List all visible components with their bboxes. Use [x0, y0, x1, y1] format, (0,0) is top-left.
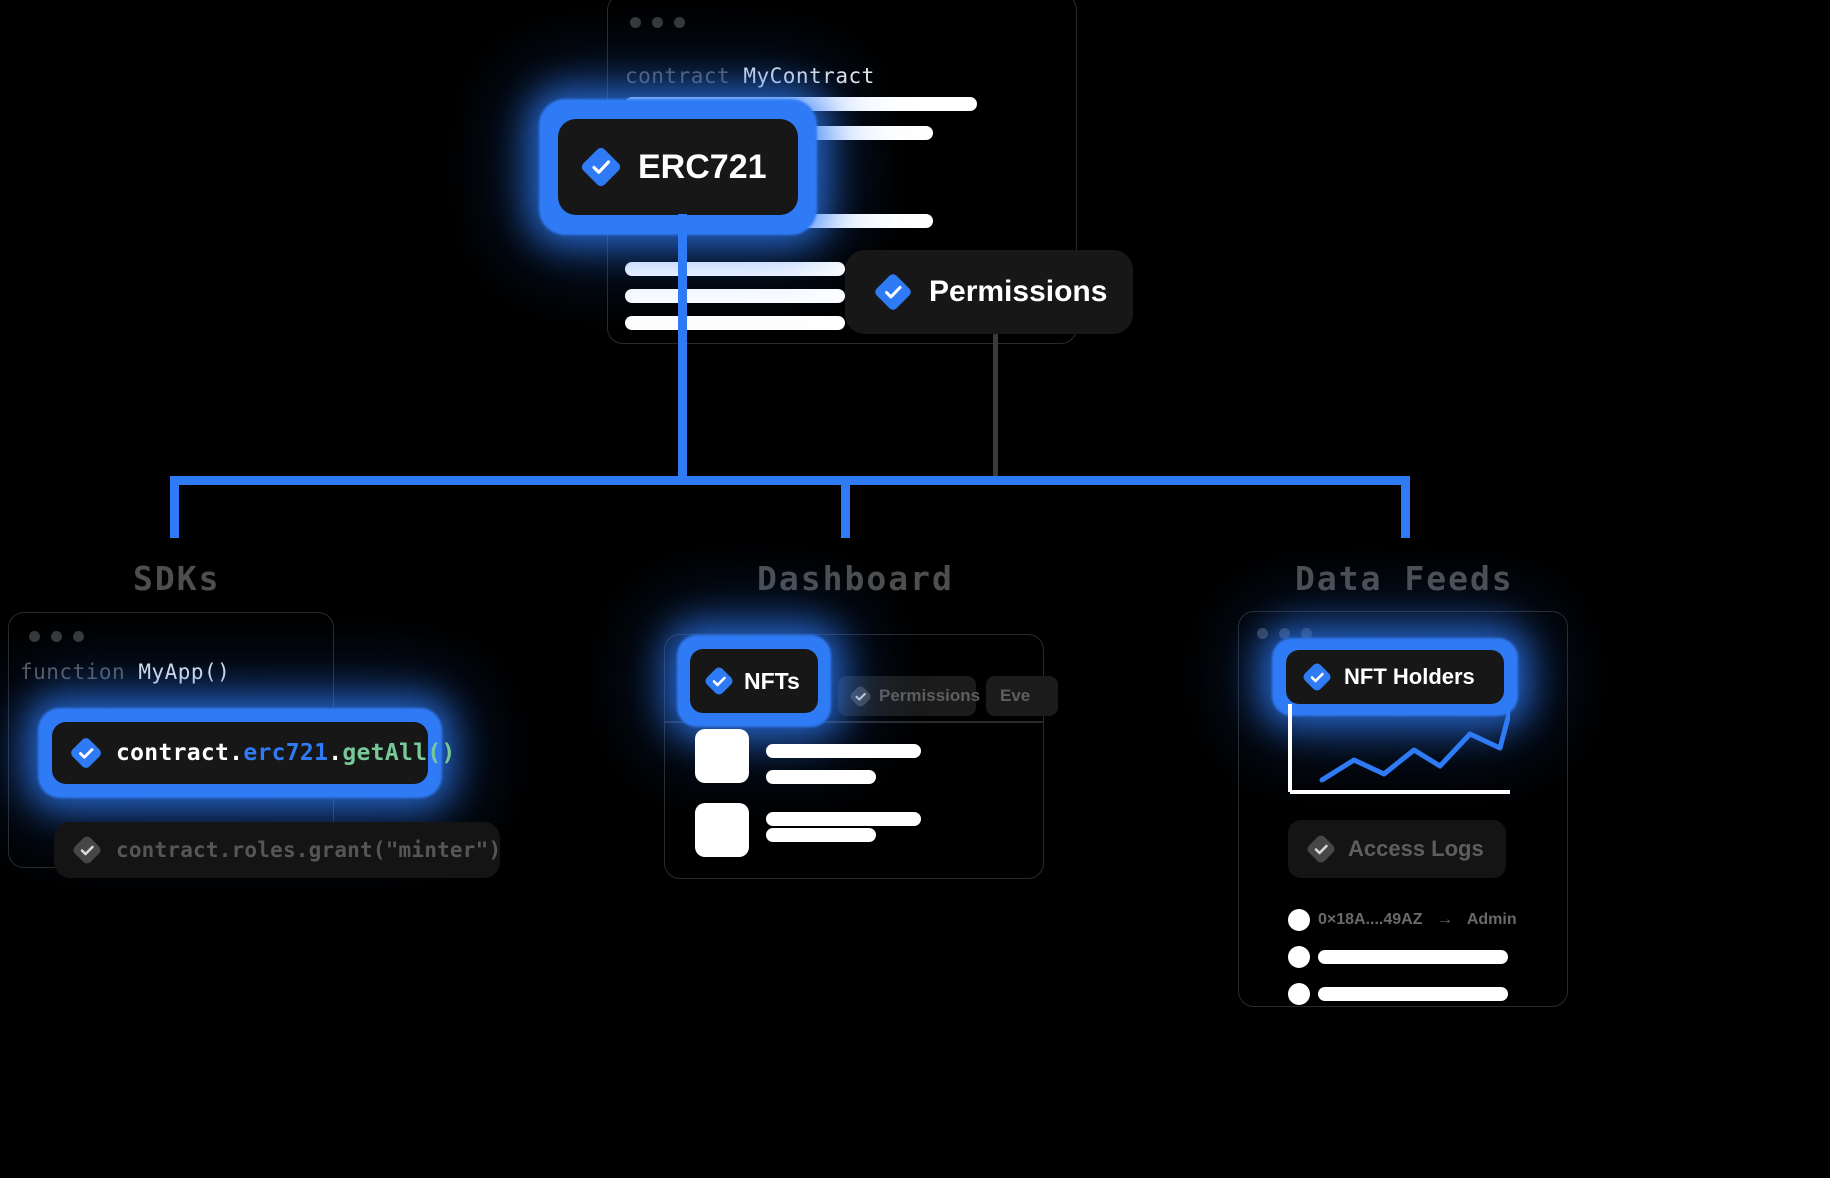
feed-skeleton-bar: [1318, 987, 1508, 1001]
feed-avatar: [1288, 946, 1310, 968]
sdk-active-call[interactable]: contract.erc721.getAll(): [38, 708, 455, 798]
list-item-subtitle-bar: [766, 770, 876, 784]
window-dots: [29, 631, 84, 642]
nft-holders-badge[interactable]: NFT Holders: [1272, 638, 1518, 716]
sdk-call-method: getAll(): [342, 740, 456, 766]
skeleton-bar: [625, 316, 845, 330]
access-logs-chip[interactable]: Access Logs: [1288, 820, 1506, 878]
code-keyword: contract: [625, 64, 731, 88]
section-title-dashboard: Dashboard: [757, 559, 954, 598]
nft-holders-badge-label: NFT Holders: [1344, 664, 1475, 689]
window-dot-close[interactable]: [29, 631, 40, 642]
window-dot-maximize[interactable]: [73, 631, 84, 642]
window-dot-maximize[interactable]: [674, 17, 685, 28]
sdk-active-call-body[interactable]: contract.erc721.getAll(): [52, 722, 455, 784]
check-diamond-icon: [1305, 833, 1337, 865]
section-title-sdks: SDKs: [133, 559, 221, 598]
permissions-badge-label: Permissions: [929, 275, 1108, 308]
window-dot-minimize[interactable]: [652, 17, 663, 28]
connector-branch-sdks: [170, 476, 179, 538]
chart-series-line: [1319, 707, 1510, 783]
window-dot-maximize[interactable]: [1301, 628, 1312, 639]
tab-nfts-body[interactable]: NFTs: [690, 649, 818, 713]
sdk-call-dot: .: [328, 740, 343, 766]
erc721-badge-label: ERC721: [638, 147, 767, 186]
dashboard-tab-divider: [665, 721, 1043, 723]
window-dot-close[interactable]: [1257, 628, 1268, 639]
sdk-inactive-call[interactable]: contract.roles.grant("minter"): [54, 822, 502, 878]
sdks-code-line: function MyApp(): [20, 660, 230, 684]
arrow-icon: →: [1436, 911, 1453, 928]
check-diamond-icon: [873, 272, 913, 312]
data-feed-line-chart: [1288, 704, 1510, 794]
connector-bus-horizontal: [170, 476, 1410, 485]
window-dots: [1257, 628, 1312, 639]
feed-avatar: [1288, 983, 1310, 1005]
check-diamond-icon: [848, 683, 873, 709]
tab-permissions[interactable]: Permissions: [838, 676, 980, 716]
connector-branch-datafeeds: [1401, 476, 1410, 538]
tab-events[interactable]: Eve: [986, 676, 1058, 716]
code-keyword: function: [20, 660, 126, 684]
permissions-badge[interactable]: Permissions: [845, 250, 1133, 334]
skeleton-bar: [625, 262, 845, 276]
tab-events-label: Eve: [1000, 686, 1031, 705]
list-item-title-bar: [766, 812, 921, 826]
window-dot-minimize[interactable]: [1279, 628, 1290, 639]
window-dots: [630, 17, 685, 28]
tab-permissions-label: Permissions: [879, 686, 981, 705]
feed-skeleton-bar: [1318, 950, 1508, 964]
connector-branch-dashboard: [841, 476, 850, 538]
sdk-call-object: contract.: [116, 740, 244, 766]
tab-nfts[interactable]: NFTs: [677, 635, 831, 727]
connector-erc721-vertical: [678, 214, 687, 480]
sdk-call-namespace: erc721: [243, 740, 329, 766]
skeleton-bar: [625, 289, 845, 303]
erc721-badge-body[interactable]: ERC721: [558, 119, 798, 215]
list-item-subtitle-bar: [766, 828, 876, 842]
section-title-datafeeds: Data Feeds: [1295, 559, 1514, 598]
code-identifier: MyContract: [743, 64, 875, 88]
feed-entry-text: 0×18A....49AZ → Admin: [1318, 911, 1517, 929]
code-identifier: MyApp(): [138, 660, 231, 684]
window-dot-minimize[interactable]: [51, 631, 62, 642]
feed-address: 0×18A....49AZ: [1318, 911, 1423, 928]
access-logs-label: Access Logs: [1348, 836, 1484, 861]
check-diamond-icon: [69, 736, 103, 770]
check-diamond-icon: [1301, 661, 1333, 693]
list-item-title-bar: [766, 744, 921, 758]
check-diamond-icon: [579, 145, 623, 189]
feed-role: Admin: [1466, 911, 1517, 928]
window-dot-close[interactable]: [630, 17, 641, 28]
list-item-thumbnail: [695, 729, 749, 783]
list-item-thumbnail: [695, 803, 749, 857]
sdk-inactive-call-label: contract.roles.grant("minter"): [116, 838, 502, 862]
nft-holders-badge-body[interactable]: NFT Holders: [1286, 650, 1504, 704]
feed-avatar: [1288, 909, 1310, 931]
check-diamond-icon: [71, 834, 103, 866]
contract-code-line: contract MyContract: [625, 64, 875, 88]
tab-nfts-label: NFTs: [744, 667, 800, 694]
connector-permissions-vertical: [993, 334, 998, 480]
check-diamond-icon: [703, 665, 735, 697]
erc721-badge[interactable]: ERC721: [539, 99, 817, 235]
